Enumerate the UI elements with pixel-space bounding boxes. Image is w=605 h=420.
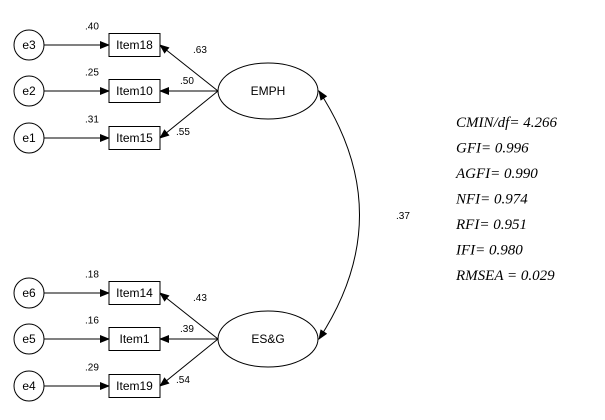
observed-item-label: Item18 bbox=[116, 38, 153, 52]
factor-loading-label: .50 bbox=[180, 76, 194, 87]
observed-item-label: Item15 bbox=[116, 131, 153, 145]
observed-item-Item10 bbox=[108, 79, 161, 103]
observed-item-Item14 bbox=[108, 281, 161, 305]
error-term-e2 bbox=[13, 75, 45, 107]
latent-factor-label: ES&G bbox=[251, 332, 284, 346]
error-term-label: e4 bbox=[22, 379, 36, 393]
r-squared-label: .29 bbox=[85, 363, 99, 374]
error-term-label: e2 bbox=[22, 84, 36, 98]
fit-index-gfi: GFI= 0.996 bbox=[456, 141, 529, 157]
latent-factor-label: EMPH bbox=[251, 84, 286, 98]
fit-index-cmindf: CMIN/df= 4.266 bbox=[456, 115, 557, 131]
error-term-e1 bbox=[13, 122, 45, 154]
error-term-label: e3 bbox=[22, 38, 36, 52]
observed-item-label: Item14 bbox=[116, 286, 153, 300]
r-squared-label: .16 bbox=[85, 316, 99, 327]
latent-factor-EMPH bbox=[217, 62, 319, 120]
latent-factor-ESG bbox=[217, 310, 319, 368]
fit-index-ifi: IFI= 0.980 bbox=[455, 243, 523, 259]
fit-index-rmsea: RMSEA = 0.029 bbox=[455, 268, 555, 284]
observed-item-Item15 bbox=[108, 126, 161, 150]
factor-loading-arrow bbox=[159, 44, 219, 92]
error-term-label: e6 bbox=[22, 286, 36, 300]
observed-item-label: Item10 bbox=[116, 84, 153, 98]
observed-item-Item19 bbox=[108, 374, 161, 398]
error-term-label: e1 bbox=[22, 131, 36, 145]
error-term-e6 bbox=[13, 277, 45, 309]
factor-loading-arrow bbox=[159, 292, 219, 340]
observed-item-Item1 bbox=[108, 327, 161, 351]
factor-loading-label: .39 bbox=[180, 324, 194, 335]
covariance-label: .37 bbox=[396, 211, 410, 222]
error-term-e4 bbox=[13, 370, 45, 402]
r-squared-label: .25 bbox=[85, 68, 99, 79]
observed-item-Item18 bbox=[108, 33, 161, 57]
r-squared-label: .31 bbox=[85, 115, 99, 126]
observed-item-label: Item1 bbox=[119, 332, 149, 346]
r-squared-label: .40 bbox=[85, 22, 99, 33]
fit-index-rfi: RFI= 0.951 bbox=[455, 217, 527, 233]
error-term-label: e5 bbox=[22, 332, 36, 346]
observed-item-label: Item19 bbox=[116, 379, 153, 393]
r-squared-label: .18 bbox=[85, 270, 99, 281]
factor-loading-label: .43 bbox=[193, 293, 207, 304]
factor-loading-label: .54 bbox=[176, 375, 190, 386]
error-term-e3 bbox=[13, 29, 45, 61]
factor-loading-arrow bbox=[159, 90, 219, 139]
covariance-arrow bbox=[318, 90, 360, 340]
factor-loading-label: .63 bbox=[193, 45, 207, 56]
factor-loading-arrow bbox=[159, 338, 219, 387]
fit-index-nfi: NFI= 0.974 bbox=[455, 192, 528, 208]
error-term-e5 bbox=[13, 323, 45, 355]
fit-index-agfi: AGFI= 0.990 bbox=[455, 166, 538, 182]
factor-loading-label: .55 bbox=[176, 127, 190, 138]
